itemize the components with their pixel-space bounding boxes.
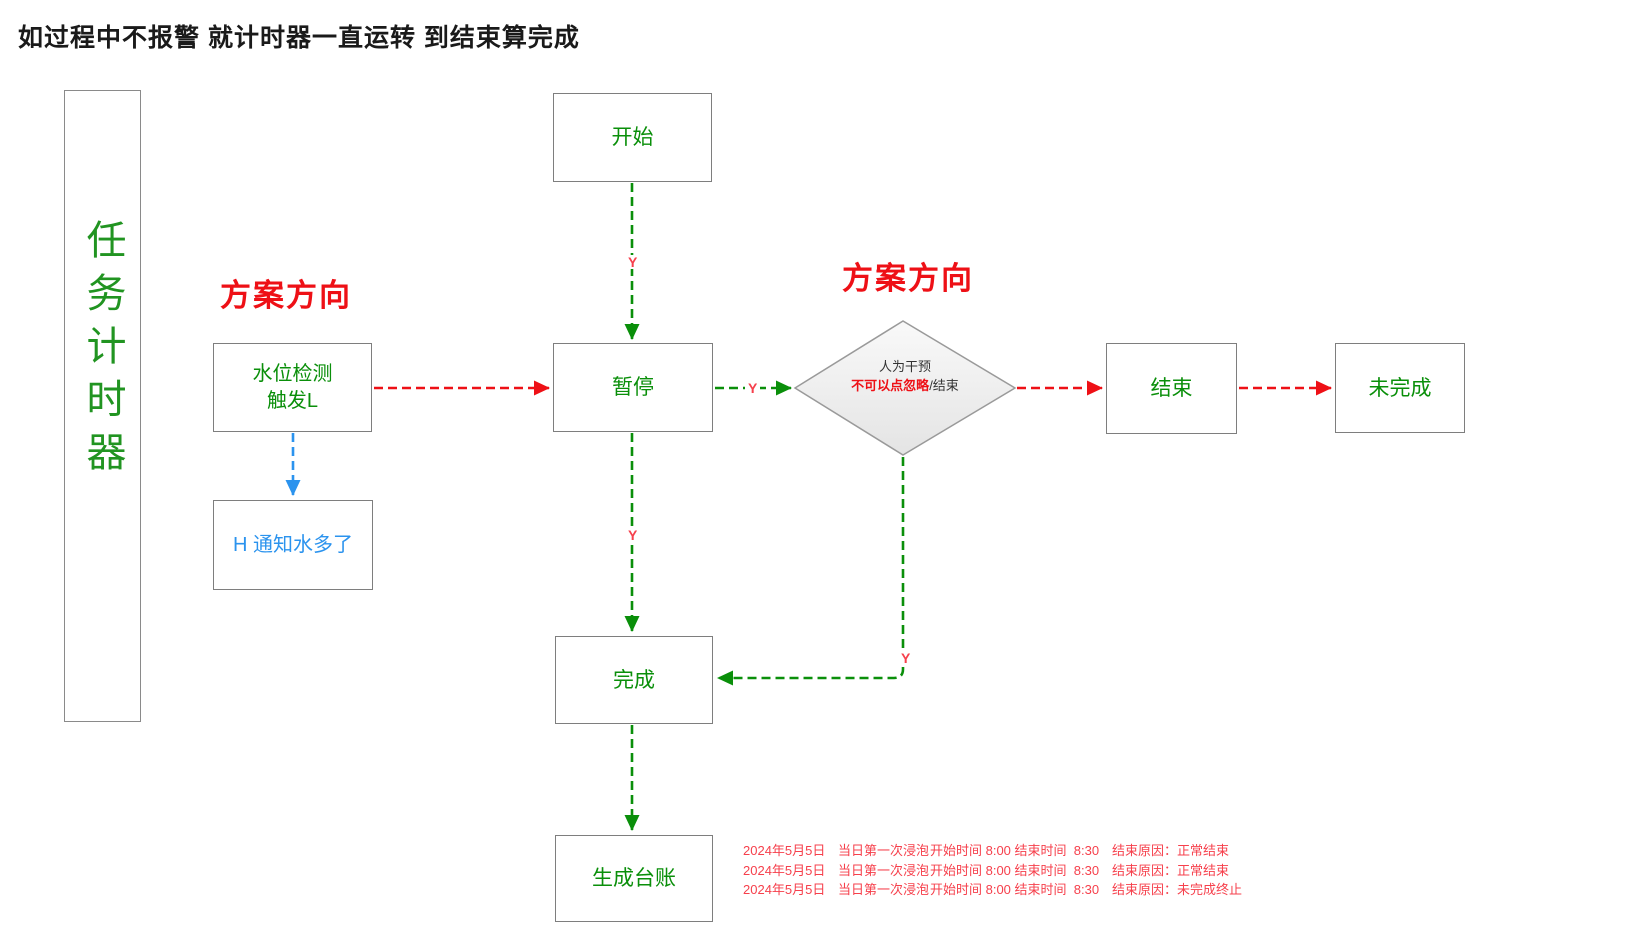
node-end-label: 结束 [1150, 377, 1193, 400]
ledger-time: 开始时间 8:00 结束时间 8:30 [930, 862, 1100, 878]
ledger-row: 2024年5月5日 当日第一次浸泡 开始时间 8:00 结束时间 8:30 结束… [743, 861, 1242, 881]
ledger-time: 开始时间 8:00 结束时间 8:30 [930, 843, 1100, 858]
ledger-reason: 结束原因：未完成终止 [1112, 882, 1243, 897]
decision-line2-rest: /结束 [929, 378, 959, 393]
node-start-label: 开始 [611, 126, 654, 149]
ledger-date: 2024年5月5日 [743, 843, 826, 858]
ledger-records: 2024年5月5日 当日第一次浸泡 开始时间 8:00 结束时间 8:30 结束… [743, 841, 1242, 900]
node-done: 完成 [555, 636, 713, 724]
direction-label-left: 方案方向 [220, 278, 352, 313]
node-start: 开始 [553, 93, 712, 182]
ledger-reason: 结束原因：正常结束 [1112, 862, 1230, 878]
node-notify-label: H 通知水多了 [233, 533, 353, 556]
direction-label-right: 方案方向 [842, 261, 974, 296]
ledger-batch: 当日第一次浸泡 [838, 843, 930, 858]
node-water-detect: 水位检测 触发L [213, 343, 372, 432]
decision-line2: 不可以点忽略/结束 [805, 376, 1005, 395]
node-ledger-label: 生成台账 [592, 867, 676, 890]
ledger-date: 2024年5月5日 [743, 882, 826, 897]
ledger-row: 2024年5月5日 当日第一次浸泡 开始时间 8:00 结束时间 8:30 结束… [743, 880, 1242, 900]
node-not-done: 未完成 [1335, 343, 1465, 433]
node-notify-high: H 通知水多了 [213, 500, 373, 590]
page-title: 如过程中不报警 就计时器一直运转 到结束算完成 [18, 24, 580, 52]
ledger-batch: 当日第一次浸泡 [838, 862, 930, 878]
node-ledger: 生成台账 [555, 835, 713, 922]
node-pause-label: 暂停 [612, 376, 654, 399]
node-done-label: 完成 [613, 668, 655, 692]
node-pause: 暂停 [553, 343, 713, 432]
node-water-line1: 水位检测 [252, 362, 333, 385]
ledger-date: 2024年5月5日 [743, 862, 826, 878]
task-timer-panel: 任务计时器 [64, 90, 141, 722]
node-end: 结束 [1106, 343, 1237, 434]
ledger-reason: 结束原因：正常结束 [1112, 843, 1230, 858]
yes-label-start-pause: Y [625, 255, 641, 269]
decision-warning: 不可以点忽略 [851, 378, 930, 393]
decision-text: 人为干预 不可以点忽略/结束 [805, 357, 1005, 395]
task-timer-label: 任务计时器 [80, 219, 125, 484]
yes-label-decision-done: Y [898, 651, 914, 665]
yes-label-pause-decision: Y [745, 381, 761, 395]
node-not-done-label: 未完成 [1368, 376, 1432, 400]
decision-line1: 人为干预 [878, 359, 931, 374]
ledger-batch: 当日第一次浸泡 [838, 882, 930, 897]
edge-decision-to-done [717, 457, 905, 686]
ledger-time: 开始时间 8:00 结束时间 8:30 [930, 882, 1100, 897]
node-water-line2: 触发L [266, 389, 319, 412]
ledger-row: 2024年5月5日 当日第一次浸泡 开始时间 8:00 结束时间 8:30 结束… [743, 841, 1242, 861]
decision-diamond [793, 320, 1017, 456]
yes-label-pause-done: Y [625, 528, 641, 542]
